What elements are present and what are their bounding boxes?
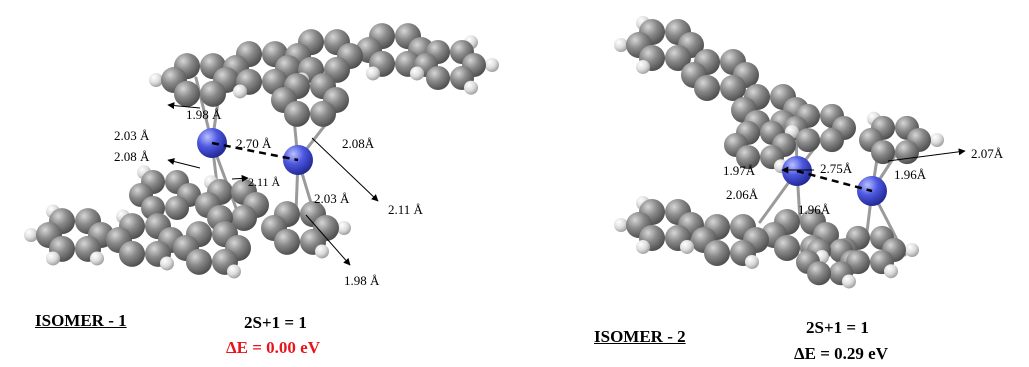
hydrogen-atom [614,38,628,52]
distance-label: 1.96Å [894,167,927,182]
isomer-1-label: ISOMER - 1 [35,311,127,330]
distance-label: 2.03 Å [314,191,350,206]
hydrogen-atom [366,66,380,81]
hydrogen-atom [337,221,351,235]
hydrogen-atom [160,256,174,271]
arrow-line [167,102,201,110]
carbon-atom [807,261,831,286]
metal-metal-bond [796,169,873,193]
hydrogen-atom [410,66,424,81]
hydrogen-atom [930,133,944,147]
hydrogen-atom [90,251,104,266]
hydrogen-atom [24,228,38,242]
carbon-atom [694,74,720,101]
carbon-atom [186,248,212,275]
distance-label: 1.98 Å [186,107,222,122]
distance-label: 2.08 Å [114,149,150,164]
carbon-atom [820,128,844,153]
hydrogen-atom [614,218,628,232]
carbon-atom [310,100,336,127]
hydrogen-atom [315,244,329,259]
carbon-atom [274,228,300,255]
hydrogen-atom [464,80,478,95]
hydrogen-atom [233,84,247,99]
annotation-layer: 2.03 Å 1.98 Å 2.70 Å 2.08Å 2.08 Å 2.11 Å… [114,102,1004,288]
isomer-2-spin: 2S+1 = 1 [806,318,869,337]
isomer-2-label: ISOMER - 2 [594,327,686,346]
carbon-atom [119,240,145,267]
hydrogen-atom [227,264,241,279]
distance-label: 1.98 Å [344,273,380,288]
distance-label: 2.08Å [342,136,375,151]
hydrogen-atom [680,239,694,254]
isomer-1-energy: ΔE = 0.00 eV [226,338,321,357]
hydrogen-atom [149,73,163,87]
hydrogen-atom [842,274,856,289]
carbon-atom [200,80,226,107]
isomer-2-energy: ΔE = 0.29 eV [794,344,889,363]
carbon-atom [796,128,820,153]
carbon-atom [231,204,257,231]
hydrogen-atom [485,58,499,72]
hydrogen-atom [46,251,60,266]
carbon-atom [720,74,746,101]
carbon-atom [871,140,895,165]
carbon-atom [736,145,760,170]
arrow-line [311,137,379,202]
hydrogen-atom [636,239,650,254]
arrow-line [887,148,966,162]
carbon-atom [774,234,800,261]
hydrogen-atom [636,59,650,74]
distance-label: 1.97Å [723,163,756,178]
carbon-atom [426,65,450,90]
distance-label: 2.07Å [971,146,1004,161]
distance-label: 2.03 Å [114,128,150,143]
distance-label: 2.11 Å [388,202,424,217]
carbon-atom [665,44,691,71]
distance-label: 2.06Å [726,187,759,202]
carbon-atom [174,80,200,107]
isomer-1-spin: 2S+1 = 1 [244,313,307,332]
carbon-atom [165,195,189,220]
hydrogen-atom [745,254,759,269]
carbon-atom [284,100,310,127]
distance-label: 2.11 Å [248,175,281,189]
carbon-atom [895,140,919,165]
distance-label: 1.96Å [798,202,831,217]
arrow-line [167,158,201,169]
distance-label: 2.70 Å [236,136,272,151]
metal-metal-bond [211,141,299,162]
arrow-line [305,214,351,266]
arrow-line [231,174,249,182]
carbon-atom [704,239,730,266]
atom-layer [24,16,944,289]
carbon-atom [846,250,870,275]
hydrogen-atom [905,243,919,257]
hydrogen-atom [884,264,898,279]
distance-label: 2.75Å [820,161,853,176]
